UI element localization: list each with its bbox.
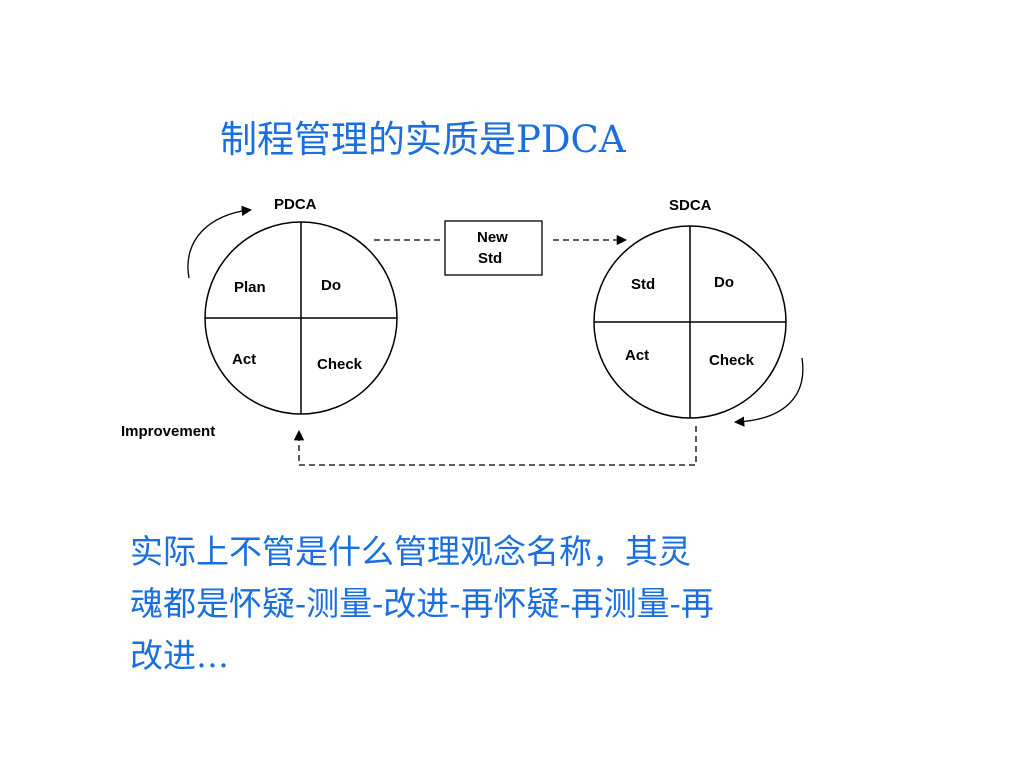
improvement-loop: Improvement [121,423,697,466]
body-line: 实际上不管是什么管理观念名称，其灵 [130,532,691,571]
slide-title: 制程管理的实质是PDCA [220,118,626,161]
new-std-line1: New [477,229,508,246]
pdca-check-label: Check [317,356,363,373]
sdca-check-label: Check [709,352,755,369]
new-std-box: New Std [444,220,543,276]
pdca-do-label: Do [321,277,341,294]
slide-body-text: 实际上不管是什么管理观念名称，其灵 魂都是怀疑-测量-改进-再怀疑-再测量-再 … [130,526,850,682]
sdca-rotation-arrow [733,357,804,427]
body-line: 改进… [130,636,229,675]
sdca-cycle: SDCA Std Do Act Check [593,197,804,427]
sdca-label: SDCA [669,197,712,214]
improvement-feedback-line [293,426,697,466]
pdca-rotation-arrow [187,205,253,279]
improvement-label: Improvement [121,423,215,440]
pdca-act-label: Act [232,351,256,368]
new-std-line2: Std [478,250,502,267]
sdca-act-label: Act [625,347,649,364]
pdca-label: PDCA [274,196,317,213]
sdca-std-label: Std [631,276,655,293]
body-line: 魂都是怀疑-测量-改进-再怀疑-再测量-再 [130,584,714,623]
sdca-do-label: Do [714,274,734,291]
pdca-cycle: PDCA Plan Do Act Check [187,196,398,415]
pdca-plan-label: Plan [234,279,266,296]
